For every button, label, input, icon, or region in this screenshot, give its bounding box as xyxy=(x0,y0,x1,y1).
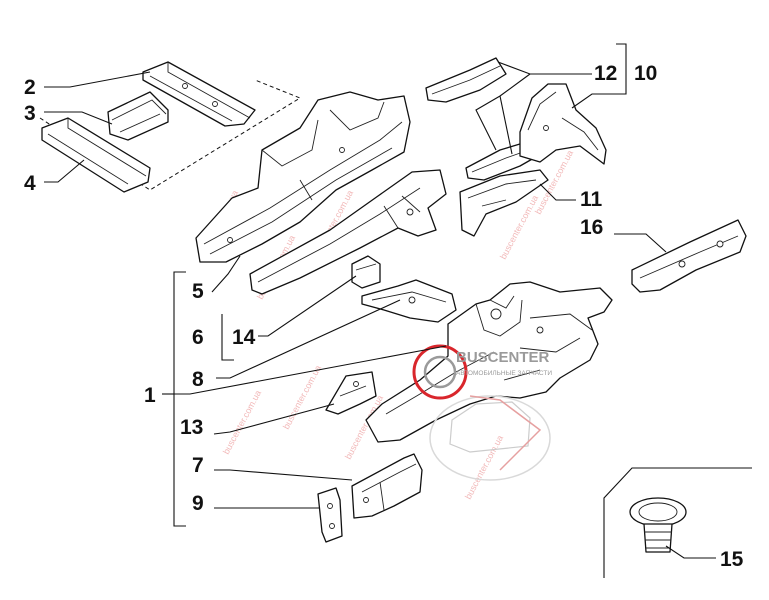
logo-ring-icon xyxy=(412,344,468,400)
part-10-wheel-arch[interactable] xyxy=(519,83,607,165)
callout-7: 7 xyxy=(192,454,204,477)
part-11-inner-arch[interactable] xyxy=(459,169,549,237)
callout-5: 5 xyxy=(192,280,204,303)
callout-16: 16 xyxy=(580,216,603,239)
part-15-plug[interactable] xyxy=(629,497,687,553)
watermark-text: buscenter.com.ua xyxy=(221,389,263,456)
callout-3: 3 xyxy=(24,102,36,125)
callout-10: 10 xyxy=(634,62,657,85)
logo-inner-ring-icon xyxy=(423,355,457,389)
watermark-text: buscenter.com.ua xyxy=(281,364,323,431)
callout-13: 13 xyxy=(180,416,203,439)
callout-4: 4 xyxy=(24,172,36,195)
part-8-plate[interactable] xyxy=(361,279,457,323)
part-2-floor-rail[interactable] xyxy=(142,61,256,127)
buscenter-logo: BUSCENTER АВТОМОБИЛЬНЫЕ ЗАПЧАСТИ xyxy=(412,344,552,481)
inset-box-15 xyxy=(603,467,752,578)
callout-2: 2 xyxy=(24,76,36,99)
part-6-side-member[interactable] xyxy=(249,169,447,295)
callout-15: 15 xyxy=(720,548,744,571)
part-4-channel[interactable] xyxy=(41,117,151,193)
callout-6: 6 xyxy=(192,326,204,349)
part-16-cross-member[interactable] xyxy=(631,219,747,293)
callout-12: 12 xyxy=(594,62,617,85)
part-1-floor-assembly[interactable] xyxy=(365,281,613,443)
callout-8: 8 xyxy=(192,368,204,391)
callout-9: 9 xyxy=(192,492,204,515)
logo-brand-text: BUSCENTER xyxy=(456,349,550,366)
part-7-rail-extension[interactable] xyxy=(351,453,423,519)
logo-globe-icon xyxy=(429,395,551,481)
logo-swoosh-icon xyxy=(469,395,542,471)
logo-van-icon xyxy=(449,401,531,453)
part-9-mounting-plate[interactable] xyxy=(317,487,343,543)
callout-14: 14 xyxy=(232,326,256,349)
callout-labels: 2 3 4 5 6 14 8 1 13 7 9 12 10 11 16 15 xyxy=(24,62,744,571)
part-14-small-bracket[interactable] xyxy=(351,255,381,289)
part-13-mount[interactable] xyxy=(325,371,377,415)
watermark-text: buscenter.com.ua xyxy=(463,434,505,501)
callout-1: 1 xyxy=(144,384,156,407)
leader-lines xyxy=(44,43,716,559)
part-3-bracket[interactable] xyxy=(107,91,169,141)
part-5-front-frame[interactable] xyxy=(195,91,411,263)
logo-tagline: АВТОМОБИЛЬНЫЕ ЗАПЧАСТИ xyxy=(456,370,552,377)
callout-11: 11 xyxy=(580,188,603,211)
